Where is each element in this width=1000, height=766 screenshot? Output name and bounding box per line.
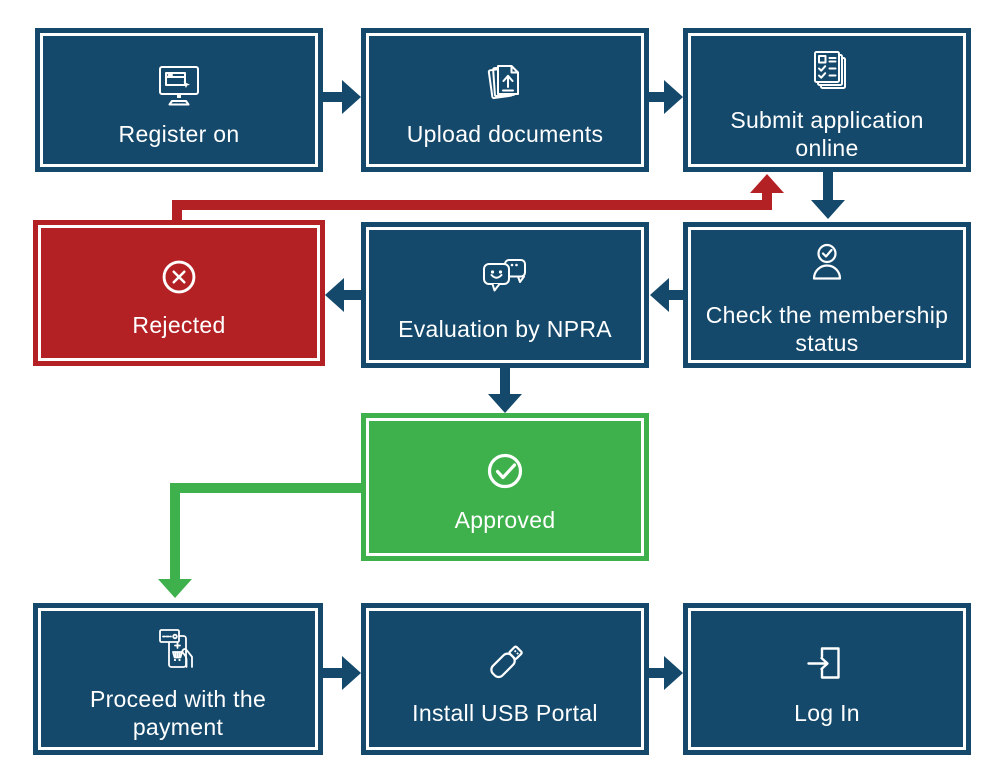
arrow-evaluation-to-rejected	[325, 278, 362, 312]
node-evaluation: Evaluation by NPRA	[361, 222, 649, 368]
evaluation-chat-icon	[477, 251, 533, 307]
arrow-upload-to-submit	[649, 80, 683, 114]
node-approved: Approved	[361, 413, 649, 561]
node-login: Log In	[683, 603, 971, 755]
approved-icon	[478, 444, 532, 498]
node-label: Evaluation by NPRA	[398, 315, 612, 342]
usb-drive-icon	[477, 635, 533, 691]
node-label: Check the membership status	[705, 301, 949, 356]
arrow-rejected-to-submit	[172, 174, 784, 220]
arrow-check-to-evaluation	[650, 278, 683, 312]
node-install-usb: Install USB Portal	[361, 603, 649, 755]
node-proceed-payment: Proceed with the payment	[33, 603, 323, 755]
node-upload: Upload documents	[361, 28, 649, 172]
arrow-proceed-to-install	[323, 656, 361, 690]
node-label: Approved	[454, 506, 556, 533]
node-label: Install USB Portal	[412, 699, 598, 726]
rejected-icon	[153, 251, 205, 303]
node-label: Upload documents	[406, 120, 604, 147]
node-label: Submit application online	[730, 106, 924, 161]
node-check-membership: Check the membership status	[683, 222, 971, 368]
node-register: Register on	[35, 28, 323, 172]
node-submit: Submit application online	[683, 28, 971, 172]
arrow-install-to-login	[649, 656, 683, 690]
node-label: Rejected	[132, 311, 226, 338]
log-in-icon	[799, 635, 855, 691]
node-rejected: Rejected	[33, 220, 325, 366]
computer-registration-icon	[151, 56, 207, 112]
upload-documents-icon	[477, 56, 533, 112]
node-label: Register on	[118, 120, 240, 147]
arrow-evaluation-to-approved	[488, 368, 522, 413]
arrow-approved-to-proceed	[158, 483, 361, 598]
application-form-icon	[799, 42, 855, 98]
arrow-submit-to-check	[811, 172, 845, 219]
arrow-register-to-upload	[323, 80, 361, 114]
node-label: Log In	[794, 699, 860, 726]
mobile-payment-icon	[150, 621, 206, 677]
node-label: Proceed with the payment	[89, 685, 267, 740]
membership-status-icon	[799, 237, 855, 293]
